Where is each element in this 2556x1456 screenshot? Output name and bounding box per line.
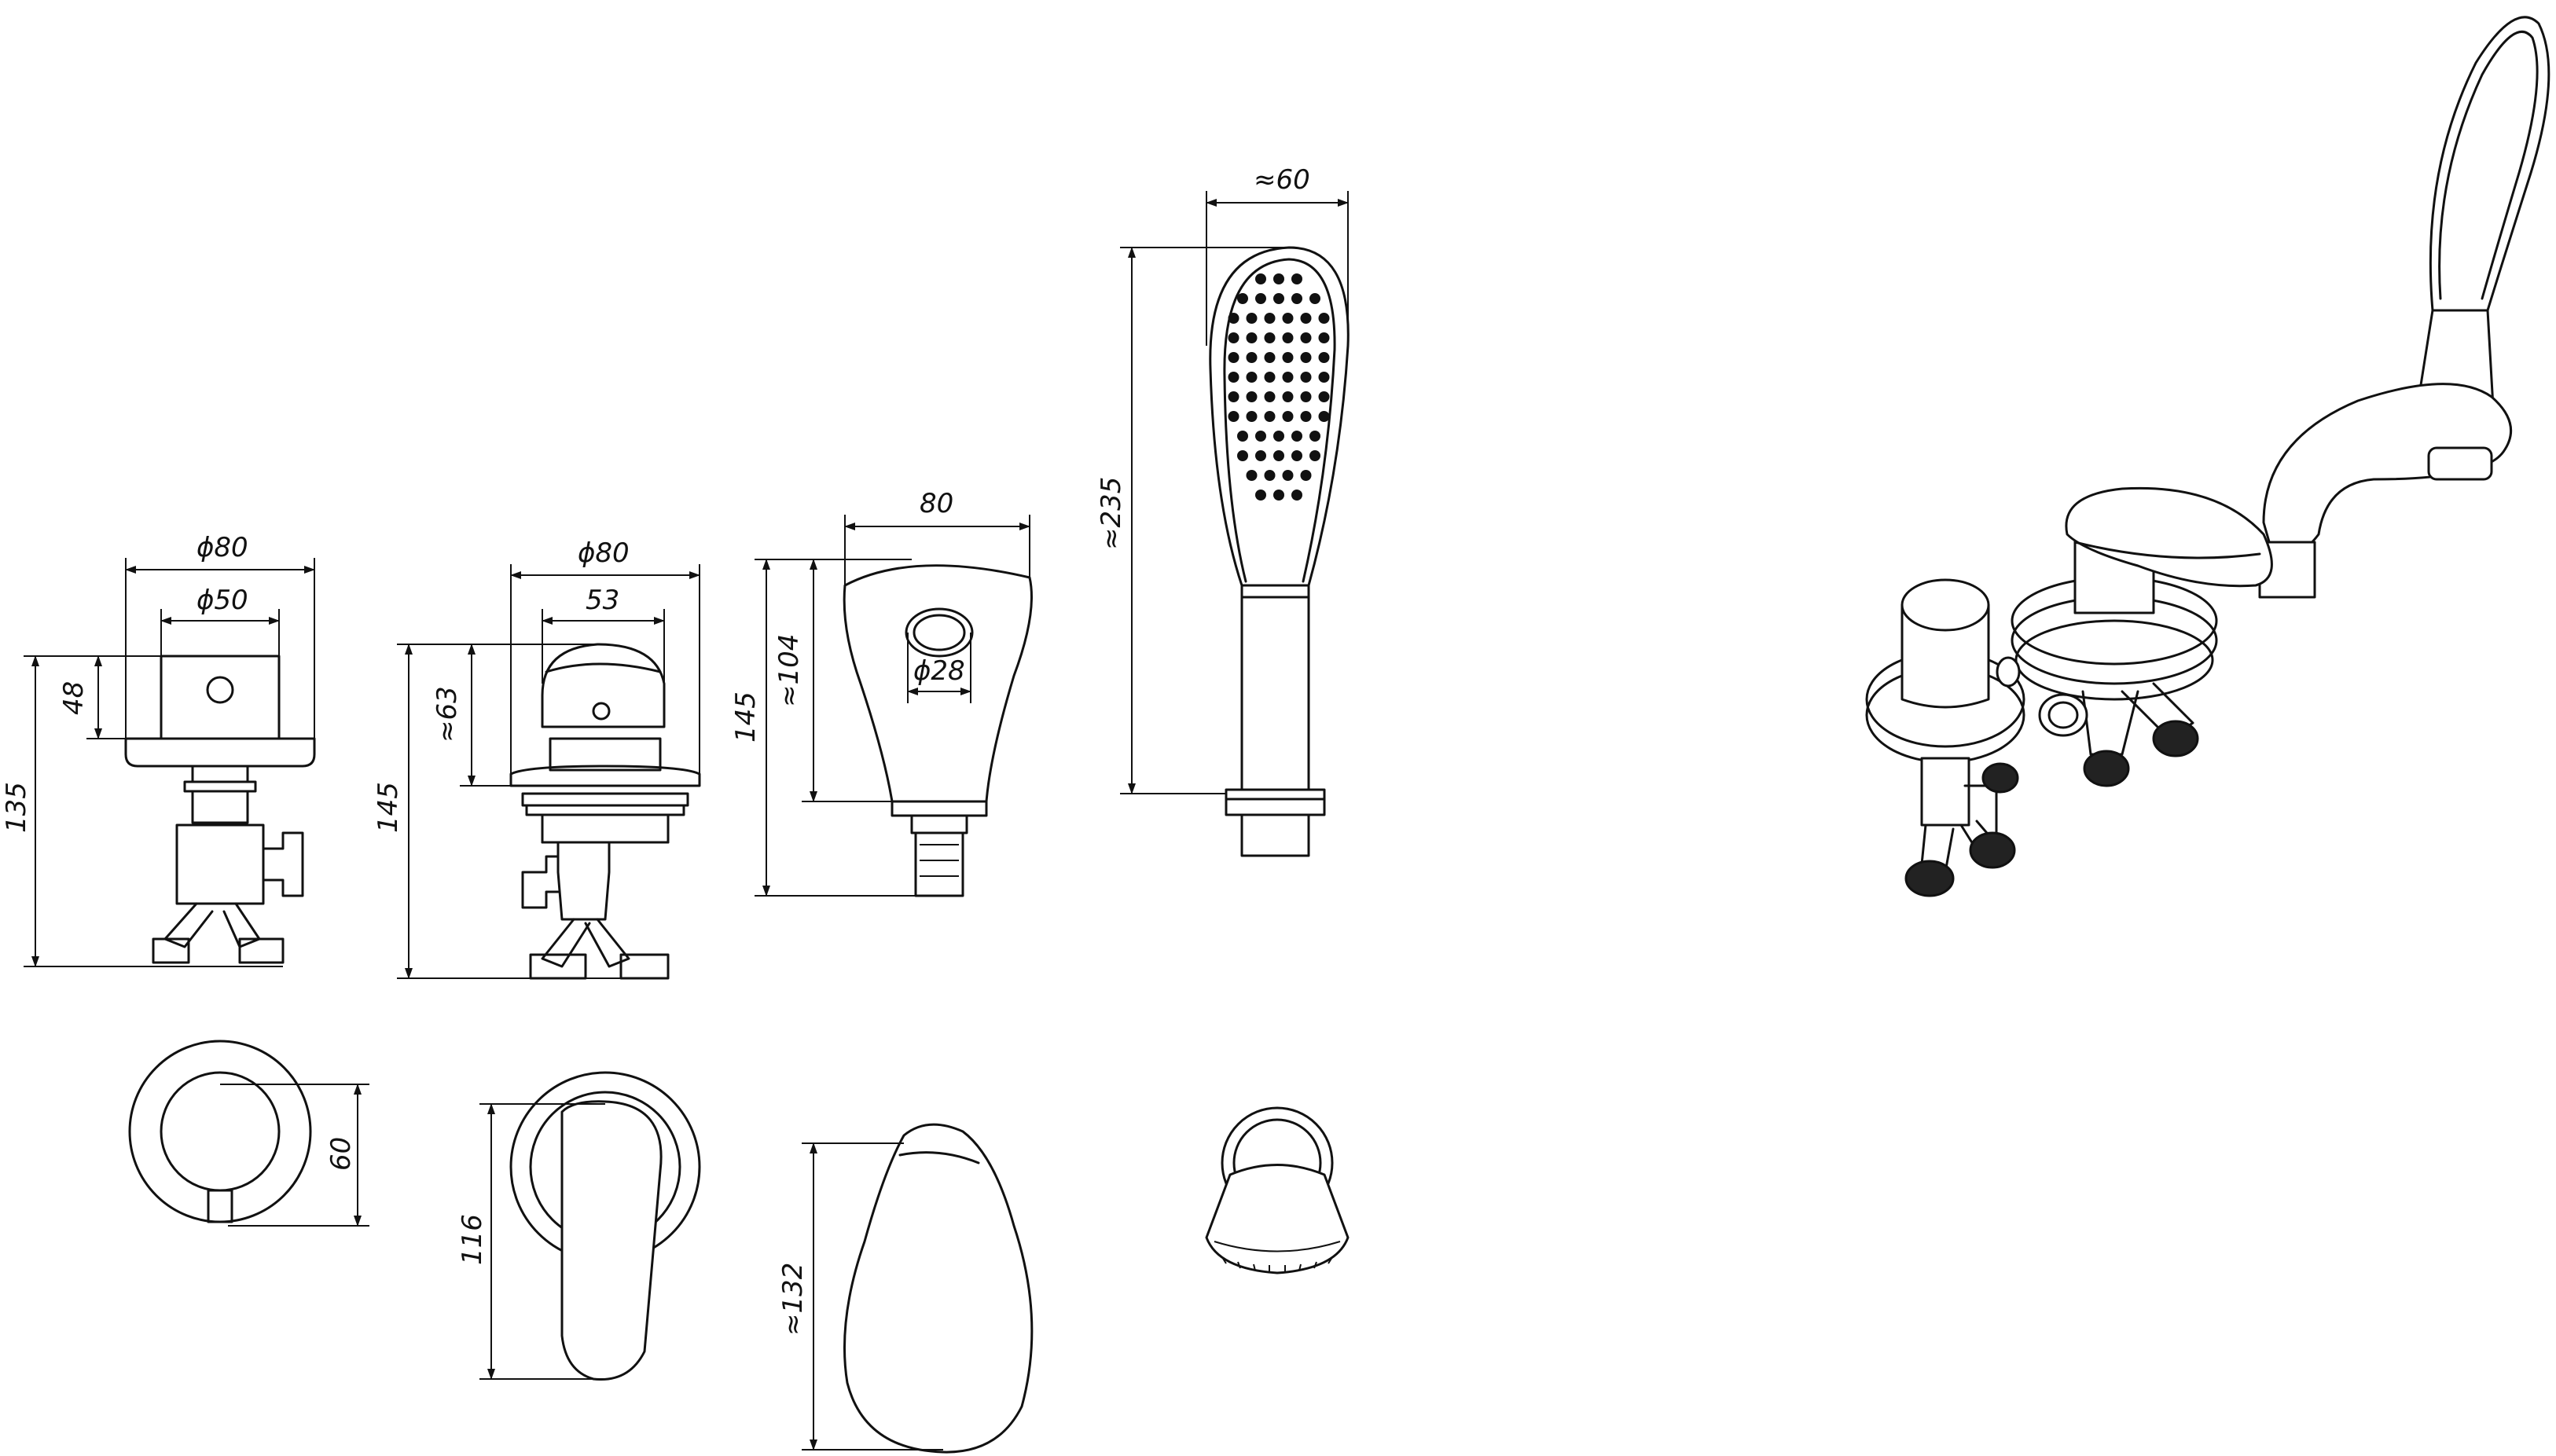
hand-shower-front-view <box>1209 246 1350 857</box>
nozzle-hole <box>1228 352 1239 363</box>
nozzle-hole <box>1273 431 1284 442</box>
nozzle-hole <box>1273 273 1284 284</box>
nozzle-hole <box>1264 391 1276 402</box>
nozzle-hole <box>1246 391 1258 402</box>
nozzle-hole <box>1318 313 1330 324</box>
dim-lever-height: ≈63 <box>432 686 463 743</box>
nozzle-hole <box>1255 450 1266 461</box>
dim-spout-height-total: 145 <box>730 691 762 743</box>
nozzle-hole <box>1255 431 1266 442</box>
nozzle-hole <box>1318 352 1330 363</box>
dim-mixer-diameter-inner: ϕ50 <box>196 585 248 616</box>
nozzle-hole <box>1255 293 1266 304</box>
nozzle-hole <box>1228 313 1239 324</box>
nozzle-hole <box>1264 470 1276 481</box>
mixer-valve-dimensions: ϕ80 ϕ50 48 135 <box>1 532 315 967</box>
nozzle-hole <box>1291 273 1302 284</box>
dim-lever-width: 53 <box>586 585 619 616</box>
nozzle-hole <box>1255 490 1266 501</box>
nozzle-hole <box>1228 391 1239 402</box>
nozzle-hole <box>1228 332 1239 343</box>
assembly-isometric-view <box>1865 16 2550 897</box>
nozzle-hole <box>1264 411 1276 422</box>
nozzle-hole <box>1228 372 1239 383</box>
dim-mixer-height-total: 135 <box>1 782 32 833</box>
dim-spout-plan-height: ≈132 <box>777 1263 809 1336</box>
dim-shower-height: ≈235 <box>1096 477 1127 550</box>
dim-spout-bore: ϕ28 <box>913 655 965 687</box>
nozzle-hole <box>1300 332 1312 343</box>
nozzle-hole <box>1309 293 1320 304</box>
dim-spout-width: 80 <box>920 488 953 519</box>
nozzle-hole <box>1246 470 1258 481</box>
nozzle-hole <box>1228 411 1239 422</box>
nozzle-hole <box>1237 450 1248 461</box>
nozzle-hole <box>1291 490 1302 501</box>
nozzle-hole <box>1300 313 1312 324</box>
nozzle-hole <box>1264 352 1276 363</box>
dim-lever-diameter-top: ϕ80 <box>578 537 630 569</box>
dim-lever-plan-height: 116 <box>457 1214 488 1265</box>
dim-mixer-diameter-top: ϕ80 <box>196 532 248 563</box>
nozzle-hole <box>1318 332 1330 343</box>
hand-shower-nozzles <box>1228 273 1330 501</box>
nozzle-hole <box>1300 470 1312 481</box>
nozzle-hole <box>1318 391 1330 402</box>
nozzle-hole <box>1282 332 1294 343</box>
nozzle-hole <box>1237 293 1248 304</box>
nozzle-hole <box>1282 470 1294 481</box>
nozzle-hole <box>1282 352 1294 363</box>
mixer-plan-dimensions: 60 <box>220 1084 369 1227</box>
nozzle-hole <box>1246 352 1258 363</box>
nozzle-hole <box>1282 411 1294 422</box>
dim-shower-width: ≈60 <box>1254 164 1310 196</box>
nozzle-hole <box>1264 313 1276 324</box>
nozzle-hole <box>1246 411 1258 422</box>
single-lever-dimensions: ϕ80 53 ≈63 145 <box>373 537 700 979</box>
nozzle-hole <box>1282 313 1294 324</box>
single-lever-front-view <box>509 643 701 980</box>
hand-shower-dimensions: ≈60 ≈235 <box>1096 164 1349 794</box>
nozzle-hole <box>1291 293 1302 304</box>
hand-shower-holder-plan-view <box>1205 1106 1350 1274</box>
nozzle-hole <box>1300 352 1312 363</box>
nozzle-hole <box>1264 372 1276 383</box>
dim-spout-height-body: ≈104 <box>773 634 805 707</box>
mixer-valve-front-view <box>124 655 316 964</box>
nozzle-hole <box>1309 450 1320 461</box>
nozzle-hole <box>1264 332 1276 343</box>
nozzle-hole <box>1318 411 1330 422</box>
nozzle-hole <box>1237 431 1248 442</box>
dim-mixer-height-knob: 48 <box>58 681 90 715</box>
single-lever-plan-view <box>509 1071 701 1381</box>
nozzle-hole <box>1246 332 1258 343</box>
spout-plan-view <box>843 1123 1034 1454</box>
dim-lever-height-total: 145 <box>373 782 404 833</box>
mixer-valve-plan-view <box>128 1040 312 1223</box>
nozzle-hole <box>1273 293 1284 304</box>
nozzle-hole <box>1255 273 1266 284</box>
nozzle-hole <box>1273 490 1284 501</box>
nozzle-hole <box>1273 450 1284 461</box>
nozzle-hole <box>1300 411 1312 422</box>
nozzle-hole <box>1246 313 1258 324</box>
nozzle-hole <box>1282 372 1294 383</box>
spout-front-view <box>843 564 1033 897</box>
nozzle-hole <box>1300 391 1312 402</box>
nozzle-hole <box>1300 372 1312 383</box>
nozzle-hole <box>1291 431 1302 442</box>
spout-dimensions: 80 ϕ28 ≈104 145 <box>730 488 1030 897</box>
nozzle-hole <box>1282 391 1294 402</box>
nozzle-hole <box>1291 450 1302 461</box>
single-lever-plan-dimensions: 116 <box>457 1103 605 1380</box>
spout-plan-dimensions: ≈132 <box>777 1142 943 1450</box>
nozzle-hole <box>1318 372 1330 383</box>
nozzle-hole <box>1246 372 1258 383</box>
nozzle-hole <box>1309 431 1320 442</box>
dim-mixer-plan-width: 60 <box>325 1137 357 1171</box>
